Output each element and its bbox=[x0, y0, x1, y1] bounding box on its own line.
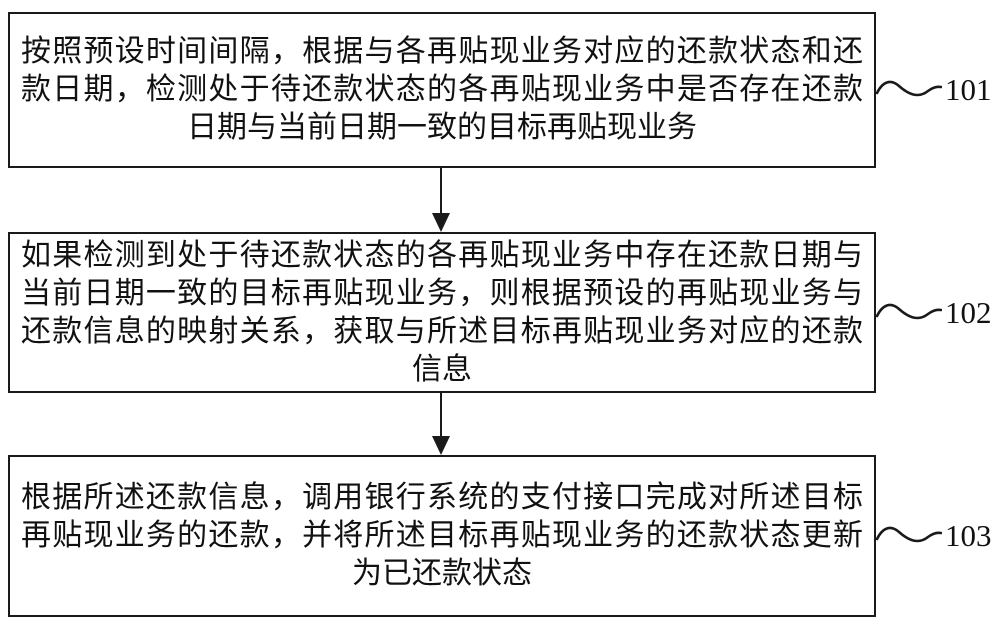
step-ref-102-number: 102 bbox=[945, 295, 992, 330]
arrow-head-icon-2 bbox=[432, 436, 450, 455]
step-ref-102: 102 bbox=[876, 293, 992, 333]
step-103-line-3: 为已还款状态 bbox=[352, 557, 532, 590]
step-101-line-2: 款日期，检测处于待还款状态的各再贴现业务中是否存在还款 bbox=[21, 73, 863, 106]
step-ref-101-number: 101 bbox=[945, 72, 992, 107]
step-102-line-3: 还款信息的映射关系，获取与所述目标再贴现业务对应的还款 bbox=[21, 314, 863, 348]
step-ref-101: 101 bbox=[876, 70, 992, 110]
step-102-line-4: 信息 bbox=[412, 352, 472, 386]
arrow-shaft-2 bbox=[440, 393, 442, 437]
step-ref-103-number: 103 bbox=[945, 518, 992, 553]
tilde-connector-icon bbox=[876, 526, 942, 543]
tilde-connector-icon bbox=[876, 303, 942, 320]
step-102-line-1: 如果检测到处于待还款状态的各再贴现业务中存在还款日期与 bbox=[21, 238, 863, 272]
step-box-102: 如果检测到处于待还款状态的各再贴现业务中存在还款日期与 当前日期一致的目标再贴现… bbox=[8, 232, 876, 393]
step-box-101: 按照预设时间间隔，根据与各再贴现业务对应的还款状态和还 款日期，检测处于待还款状… bbox=[8, 12, 876, 168]
step-101-line-3: 日期与当前日期一致的目标再贴现业务 bbox=[187, 111, 697, 144]
tilde-connector-icon bbox=[876, 80, 942, 97]
step-103-line-2: 再贴现业务的还款，并将所述目标再贴现业务的还款状态更新 bbox=[21, 519, 863, 552]
arrow-head-icon-1 bbox=[432, 213, 450, 232]
step-101-line-1: 按照预设时间间隔，根据与各再贴现业务对应的还款状态和还 bbox=[21, 35, 863, 68]
step-ref-103: 103 bbox=[876, 516, 992, 556]
step-102-line-2: 当前日期一致的目标再贴现业务，则根据预设的再贴现业务与 bbox=[21, 276, 863, 310]
step-box-103: 根据所述还款信息，调用银行系统的支付接口完成对所述目标 再贴现业务的还款，并将所… bbox=[8, 455, 876, 617]
step-103-line-1: 根据所述还款信息，调用银行系统的支付接口完成对所述目标 bbox=[21, 481, 863, 514]
arrow-shaft-1 bbox=[440, 168, 442, 214]
